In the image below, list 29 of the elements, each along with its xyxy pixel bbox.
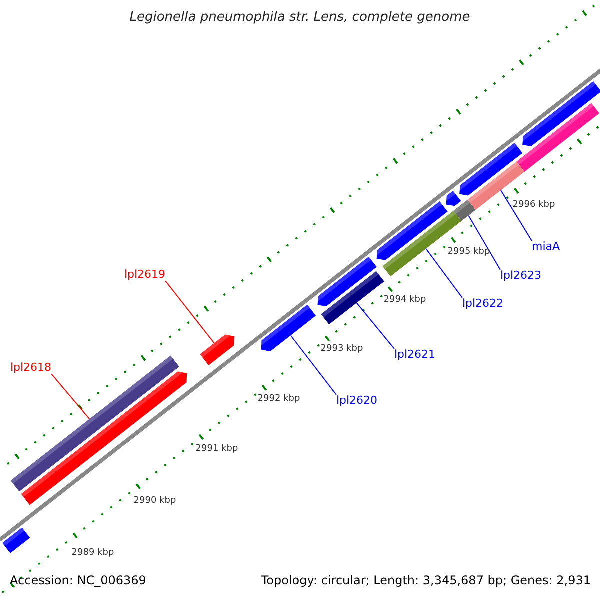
scale-label: 2994 kbp <box>384 296 426 306</box>
gene-feature-bar <box>259 304 316 352</box>
scale-label: 2995 kbp <box>448 248 490 258</box>
gene-feature-bar <box>10 356 180 492</box>
gene-feature-bar <box>454 200 476 222</box>
gene-label: lpl2621 <box>394 348 436 362</box>
gene-feature-bar <box>321 271 384 325</box>
scale-label: 2990 kbp <box>134 497 176 507</box>
scale-label: 2989 kbp <box>72 549 114 559</box>
scale-label: 2993 kbp <box>320 345 364 355</box>
scale-label: 2992 kbp <box>258 395 300 405</box>
footer-text: Topology: circular; Length: 3,345,687 bp; Genes: 2,931 <box>261 574 591 588</box>
gene-label: lpl2620 <box>336 394 378 408</box>
leader-line <box>468 215 501 270</box>
leader-line <box>165 280 215 344</box>
gene-label: lpl2622 <box>462 298 504 310</box>
scale-label: 2991 kbp <box>196 445 238 455</box>
gene-label: miaA <box>532 240 560 254</box>
gene-label: lpl2623 <box>500 270 542 282</box>
leader-line <box>51 374 90 420</box>
gene-label: lpl2619 <box>124 268 166 282</box>
gene-label: lpl2618 <box>10 362 52 374</box>
scale-label: 2996 kbp <box>512 201 556 211</box>
leader-line <box>356 302 395 350</box>
leader-line <box>500 190 532 242</box>
footer-text: Accession: NC_006369 <box>10 574 146 588</box>
leader-line <box>290 335 337 396</box>
title: Legionella pneumophila str. Lens, complete genome <box>130 10 470 26</box>
gene-feature-bar <box>200 334 234 366</box>
